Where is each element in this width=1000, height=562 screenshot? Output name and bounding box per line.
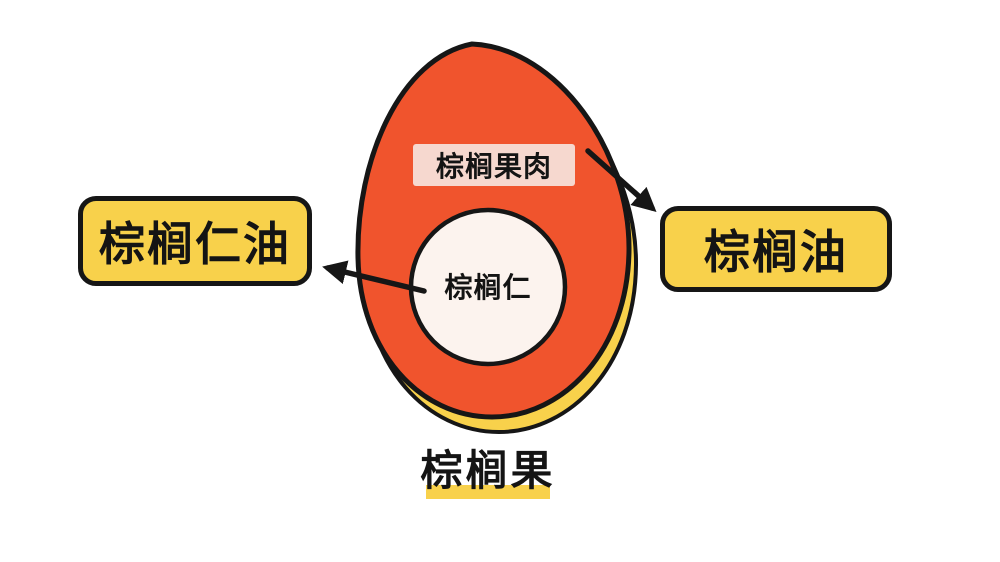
fruit-title: 棕榈果 [420, 445, 556, 495]
arrow-to-palm-kernel-oil-icon [322, 260, 427, 294]
flesh-label: 棕榈果肉 [413, 144, 575, 186]
fruit-title-highlight [426, 485, 550, 499]
palm-oil-box: 棕榈油 [660, 206, 892, 292]
kernel-label: 棕榈仁 [444, 271, 532, 304]
arrow-to-palm-oil-icon [585, 148, 657, 213]
palm-kernel-oil-box: 棕榈仁油 [78, 196, 312, 286]
